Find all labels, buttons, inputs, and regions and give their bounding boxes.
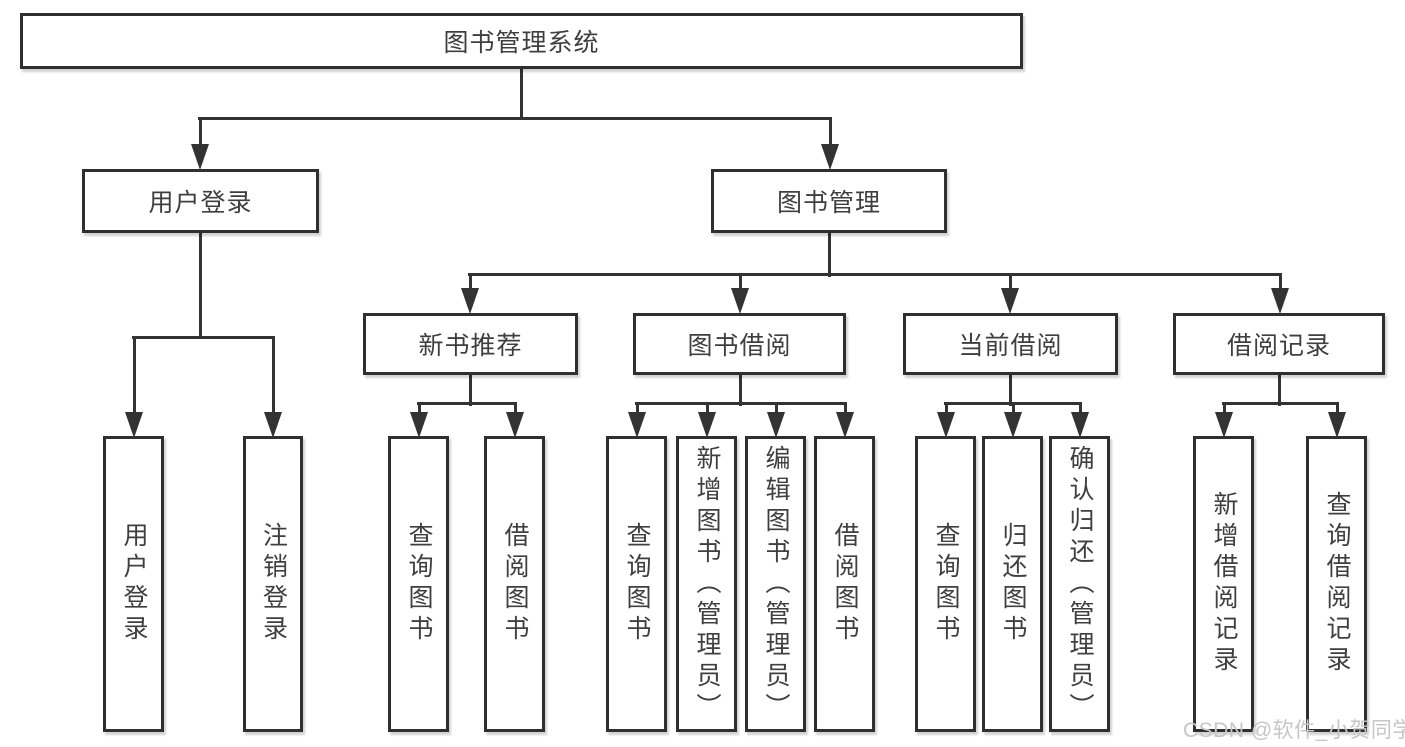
arrow-down-icon [410,412,428,438]
connector-line [1335,402,1339,416]
arrow-down-icon [264,412,282,438]
leaf-return-book: 归还图书 [982,436,1043,732]
connector-line [468,273,472,292]
arrow-down-icon [125,412,143,438]
leaf-label: 编辑图书（管理员） [762,444,790,724]
arrow-down-icon [191,144,209,170]
leaf-add-book-admin: 新增图书（管理员） [676,436,737,732]
arrow-down-icon [698,412,716,438]
leaf-label: 注销登录 [259,522,288,646]
leaf-label: 新增借阅记录 [1210,491,1238,677]
leaf-query-book-recommend: 查询图书 [388,436,449,732]
leaf-label: 借阅图书 [501,522,529,646]
connector-line [635,402,639,416]
leaf-query-borrow-record: 查询借阅记录 [1306,436,1367,732]
connector-line [843,402,847,416]
arrow-down-icon [461,288,479,314]
arrow-down-icon [821,144,839,170]
connector-line [774,402,778,416]
connector-line [132,336,136,416]
arrow-down-icon [731,288,749,314]
leaf-confirm-return-admin: 确认归还（管理员） [1049,436,1110,732]
arrow-down-icon [628,412,646,438]
leaf-edit-book-admin: 编辑图书（管理员） [745,436,806,732]
leaf-borrow-book-recommend: 借阅图书 [484,436,545,732]
leaf-label: 查询图书 [405,522,433,646]
arrow-down-icon [1328,412,1346,438]
node-current-borrow: 当前借阅 [903,313,1118,375]
watermark: CSDN @软件_小贺同学 [1183,719,1405,742]
leaf-query-book-current: 查询图书 [915,436,976,732]
connector-line [519,68,523,120]
arrow-down-icon [836,412,854,438]
leaf-label: 用户登录 [120,522,148,646]
arrow-down-icon [937,412,955,438]
leaf-label: 查询图书 [623,522,651,646]
leaf-label: 查询借阅记录 [1323,491,1351,677]
connector-line [1277,374,1281,406]
arrow-down-icon [1071,412,1089,438]
leaf-label: 查询图书 [932,522,960,646]
connector-line [944,402,948,416]
arrow-down-icon [767,412,785,438]
connector-line [1008,273,1012,292]
arrow-down-icon [506,412,524,438]
connector-line [1222,402,1226,416]
node-borrow-records: 借阅记录 [1173,313,1385,375]
connector-line [468,272,1282,276]
connector-line [417,402,421,416]
node-root: 图书管理系统 [20,13,1023,69]
connector-line [271,336,275,416]
leaf-logout: 注销登录 [243,436,303,732]
node-new-book-recommend: 新书推荐 [363,313,578,375]
arrow-down-icon [1271,288,1289,314]
connector-line [1278,273,1282,292]
leaf-label: 借阅图书 [831,522,859,646]
leaf-label: 归还图书 [999,522,1027,646]
node-book-management: 图书管理 [711,169,947,233]
connector-line [1011,402,1015,416]
leaf-add-borrow-record: 新增借阅记录 [1193,436,1254,732]
connector-line [198,117,202,148]
leaf-query-book-borrow: 查询图书 [606,436,667,732]
connector-line [738,374,742,406]
leaf-label: 确认归还（管理员） [1066,444,1094,724]
connector-line [1222,401,1339,405]
connector-line [513,402,517,416]
arrow-down-icon [1001,288,1019,314]
connector-line [198,116,832,120]
arrow-down-icon [1004,412,1022,438]
connector-line [705,402,709,416]
arrow-down-icon [1215,412,1233,438]
node-book-borrow: 图书借阅 [633,313,846,375]
connector-line [417,401,517,405]
connector-line [1078,402,1082,416]
node-user-login: 用户登录 [82,169,319,233]
connector-line [198,232,202,339]
connector-line [635,401,847,405]
leaf-user-login: 用户登录 [103,436,164,732]
connector-line [738,273,742,292]
leaf-label: 新增图书（管理员） [693,444,721,724]
connector-line [828,117,832,148]
connector-line [132,335,275,339]
connector-line [468,374,472,406]
connector-line [1008,374,1012,406]
leaf-borrow-book: 借阅图书 [814,436,875,732]
connector-line [827,232,831,277]
